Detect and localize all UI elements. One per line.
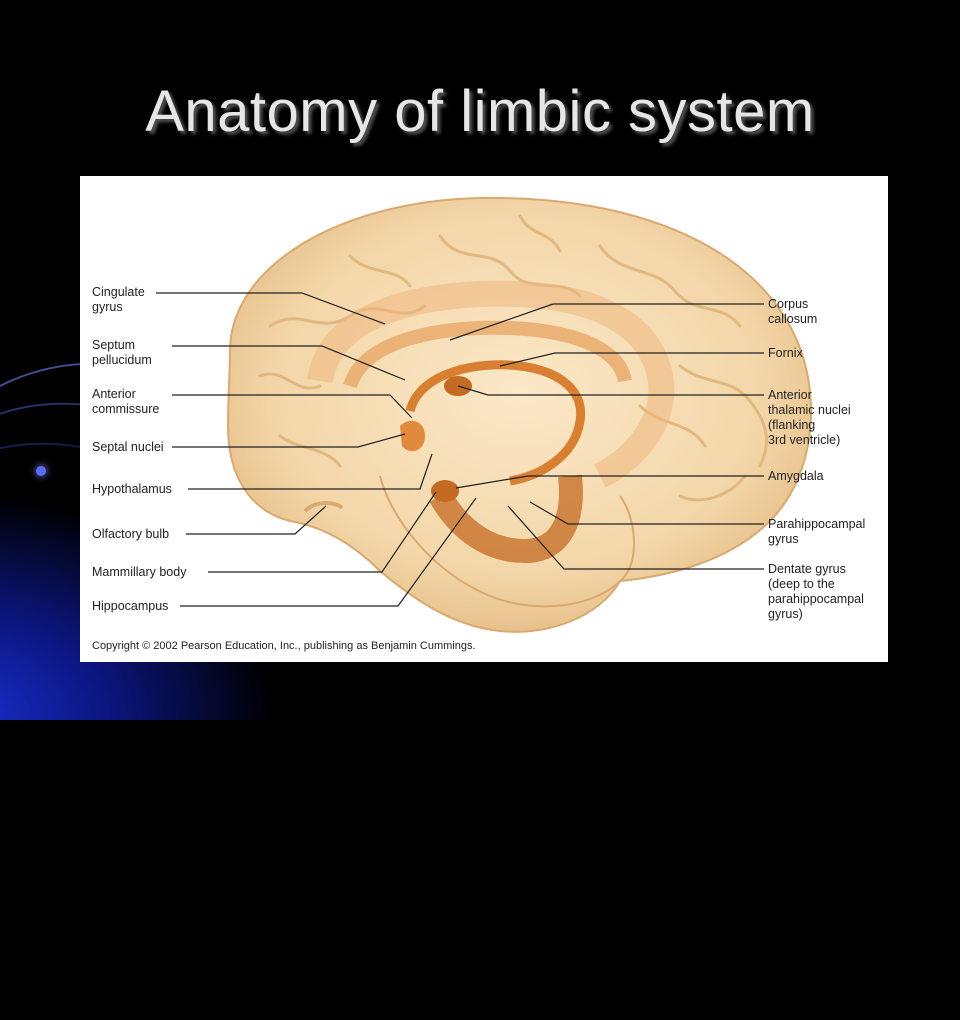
hippocampus-shape: [429, 474, 583, 564]
leader-lines-left: [156, 292, 477, 607]
label-septal-nuclei: Septal nuclei: [92, 440, 164, 454]
label-olfactory-bulb: Olfactory bulb: [92, 527, 170, 541]
gyri-lines: [258, 214, 769, 502]
label-septum-pellucidum: Septum pellucidum: [92, 338, 152, 367]
label-anterior-thalamic-nuclei: Anterior thalamic nuclei (flanking 3rd v…: [768, 388, 851, 447]
leader-lines-right: [449, 303, 764, 570]
label-corpus-callosum: Corpus callosum: [768, 297, 818, 326]
label-hippocampus: Hippocampus: [92, 599, 169, 613]
decorative-dot: [36, 466, 46, 476]
limbic-system-figure: Cingulate gyrus Septum pellucidum Anteri…: [80, 176, 888, 662]
septal-area-shape: [400, 420, 425, 452]
corpus-callosum-shape: [343, 320, 632, 389]
label-anterior-commissure: Anterior commissure: [92, 387, 160, 416]
label-dentate-gyrus: Dentate gyrus (deep to the parahippocamp…: [768, 562, 864, 621]
cingulate-gyrus-shape: [307, 280, 675, 488]
label-cingulate-gyrus: Cingulate gyrus: [92, 285, 145, 314]
label-hypothalamus: Hypothalamus: [92, 482, 172, 496]
olfactory-bulb-shape: [303, 501, 344, 513]
brain-shape: [226, 196, 813, 633]
label-fornix: Fornix: [768, 346, 803, 360]
label-amygdala: Amygdala: [768, 469, 824, 483]
temporal-lobe-shape: [379, 475, 636, 608]
copyright-text: Copyright © 2002 Pearson Education, Inc.…: [92, 640, 476, 652]
label-mammillary-body: Mammillary body: [92, 565, 187, 579]
slide-title: Anatomy of limbic system: [145, 79, 815, 144]
amygdala-shape: [431, 480, 459, 502]
brain-illustration: [156, 196, 813, 633]
fornix-shape: [405, 360, 586, 486]
label-parahippocampal-gyrus: Parahippocampal gyrus: [768, 517, 866, 546]
